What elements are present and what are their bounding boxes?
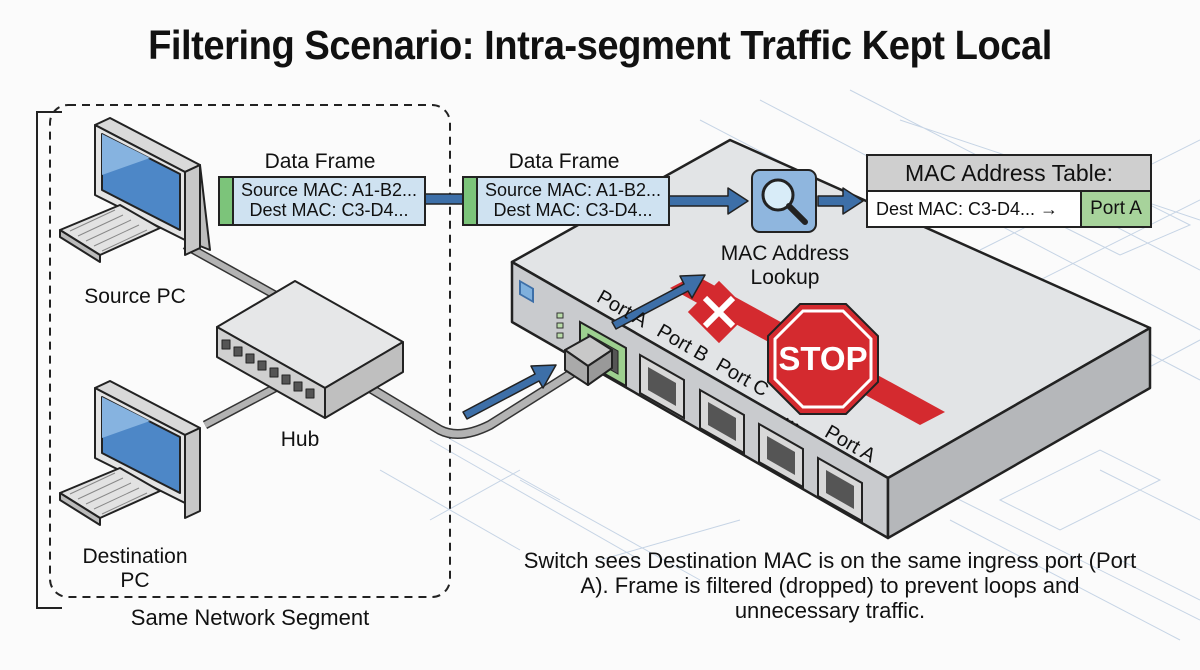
mac-lookup-label-line2: Lookup <box>750 266 820 289</box>
source-pc-icon <box>59 117 211 263</box>
arrow-lookup-to-table <box>817 187 864 215</box>
destination-pc-label: Destination PC <box>50 545 220 593</box>
mac-table-header: MAC Address Table: <box>868 156 1150 192</box>
data-frame-1: Source MAC: A1-B2... Dest MAC: C3-D4... <box>218 176 426 226</box>
destination-pc-label-line2: PC <box>120 569 150 592</box>
mac-table-entry-port: Port A <box>1082 192 1150 226</box>
frame-2-source-mac: Source MAC: A1-B2... <box>484 180 662 200</box>
switch-port <box>817 456 863 523</box>
magnifier-icon <box>751 169 817 233</box>
switch-port <box>758 422 804 489</box>
mac-lookup-label-line1: MAC Address <box>720 242 850 265</box>
frame-1-dest-mac: Dest MAC: C3-D4... <box>249 200 409 220</box>
mac-lookup-label: MAC Address Lookup <box>710 242 860 290</box>
segment-boundary <box>49 104 451 598</box>
arrow-into-switch <box>462 364 557 420</box>
destination-pc-icon <box>59 380 201 526</box>
switch-panel-indicator <box>519 279 534 304</box>
frame-2-dest-mac: Dest MAC: C3-D4... <box>493 200 653 220</box>
hub-icon <box>216 280 404 419</box>
source-pc-label: Source PC <box>84 285 186 308</box>
destination-pc-label-line1: Destination <box>82 545 188 568</box>
stop-sign-text: STOP <box>778 340 867 377</box>
rj45-connector-icon <box>564 335 613 386</box>
switch-port <box>639 353 685 420</box>
x-mark-icon <box>687 280 751 344</box>
mac-table-entry-key: Dest MAC: C3-D4... → <box>868 192 1082 226</box>
mac-address-table: MAC Address Table: Dest MAC: C3-D4... → … <box>866 154 1152 228</box>
frame-1-heading: Data Frame <box>264 150 376 173</box>
frame-link <box>423 193 467 205</box>
frame-1-source-mac: Source MAC: A1-B2... <box>240 180 418 200</box>
segment-label: Same Network Segment <box>130 605 370 630</box>
switch-port <box>699 388 745 455</box>
switch-status-leds <box>556 312 564 339</box>
stop-sign-icon: STOP <box>767 303 879 415</box>
scenario-description: Switch sees Destination MAC is on the sa… <box>523 548 1137 623</box>
frame-header-tab <box>464 178 478 224</box>
page-title: Filtering Scenario: Intra-segment Traffi… <box>148 22 1052 68</box>
segment-bracket <box>36 111 62 609</box>
data-frame-2: Source MAC: A1-B2... Dest MAC: C3-D4... <box>462 176 670 226</box>
frame-header-tab <box>220 178 234 224</box>
flow-arrows <box>462 187 864 420</box>
mac-table-row: Dest MAC: C3-D4... → Port A <box>868 192 1150 226</box>
frame-2-heading: Data Frame <box>508 150 620 173</box>
hub-label: Hub <box>280 428 320 451</box>
arrow-to-lookup <box>611 274 706 330</box>
